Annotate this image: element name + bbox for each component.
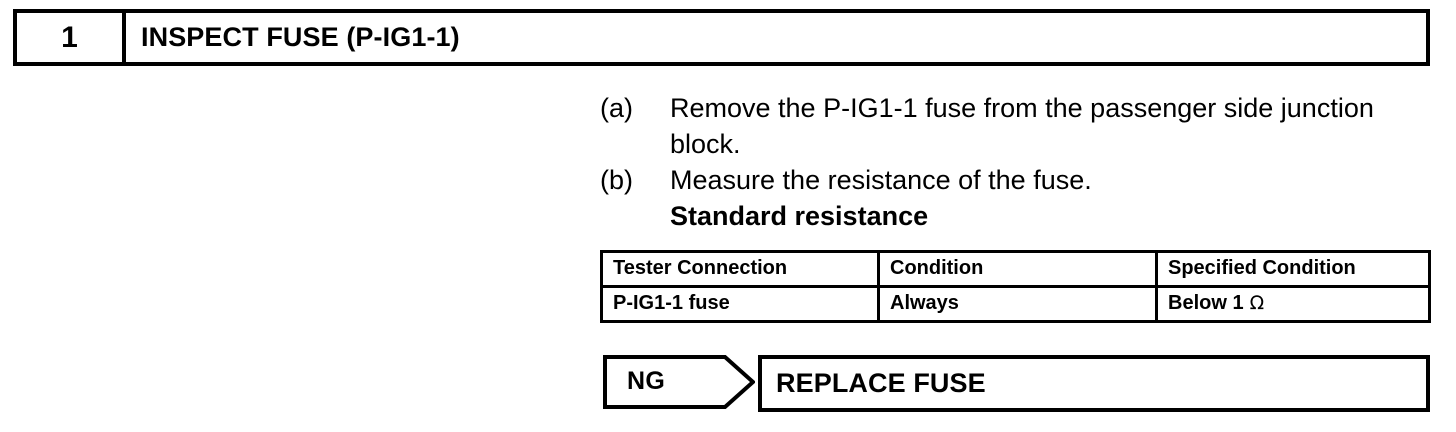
standard-resistance-label: Standard resistance xyxy=(670,201,929,231)
column-header-condition: Condition xyxy=(877,250,1158,288)
cell-specified-condition: Below 1 Ω xyxy=(1155,285,1431,323)
specified-value: Below 1 xyxy=(1168,292,1244,314)
procedure-list: (a) Remove the P-IG1-1 fuse from the pas… xyxy=(600,90,1430,235)
procedure-body-b: Measure the resistance of the fuse. Stan… xyxy=(670,162,1430,235)
arrow-right-pentagon-icon xyxy=(603,355,755,409)
result-action-label: REPLACE FUSE xyxy=(776,368,986,398)
cell-condition: Always xyxy=(877,285,1158,323)
procedure-marker-b: (b) xyxy=(600,165,633,195)
result-flow: NG REPLACE FUSE xyxy=(600,353,1430,415)
procedure-text-a: Remove the P-IG1-1 fuse from the passeng… xyxy=(670,93,1374,159)
procedure-body-a: Remove the P-IG1-1 fuse from the passeng… xyxy=(670,90,1430,162)
ng-arrow-tag: NG xyxy=(603,355,755,409)
ohm-symbol: Ω xyxy=(1249,292,1265,314)
result-action-box: REPLACE FUSE xyxy=(758,355,1430,412)
column-header-specified-condition: Specified Condition xyxy=(1155,250,1431,288)
ng-label: NG xyxy=(627,367,666,395)
step-title: INSPECT FUSE (P-IG1-1) xyxy=(141,22,460,52)
cell-tester-connection: P-IG1-1 fuse xyxy=(600,285,880,323)
table-header-row: Tester Connection Condition Specified Co… xyxy=(600,250,1431,288)
column-header-tester-connection: Tester Connection xyxy=(600,250,880,288)
procedure-item-a: (a) Remove the P-IG1-1 fuse from the pas… xyxy=(600,90,1430,162)
specification-table: Tester Connection Condition Specified Co… xyxy=(600,250,1431,323)
procedure-text-b: Measure the resistance of the fuse. xyxy=(670,165,1092,195)
step-number: 1 xyxy=(17,13,126,62)
step-header-bar: 1 INSPECT FUSE (P-IG1-1) xyxy=(13,9,1430,66)
procedure-marker-a: (a) xyxy=(600,93,633,123)
procedure-item-b: (b) Measure the resistance of the fuse. … xyxy=(600,162,1430,235)
table-row: P-IG1-1 fuse Always Below 1 Ω xyxy=(600,285,1431,323)
